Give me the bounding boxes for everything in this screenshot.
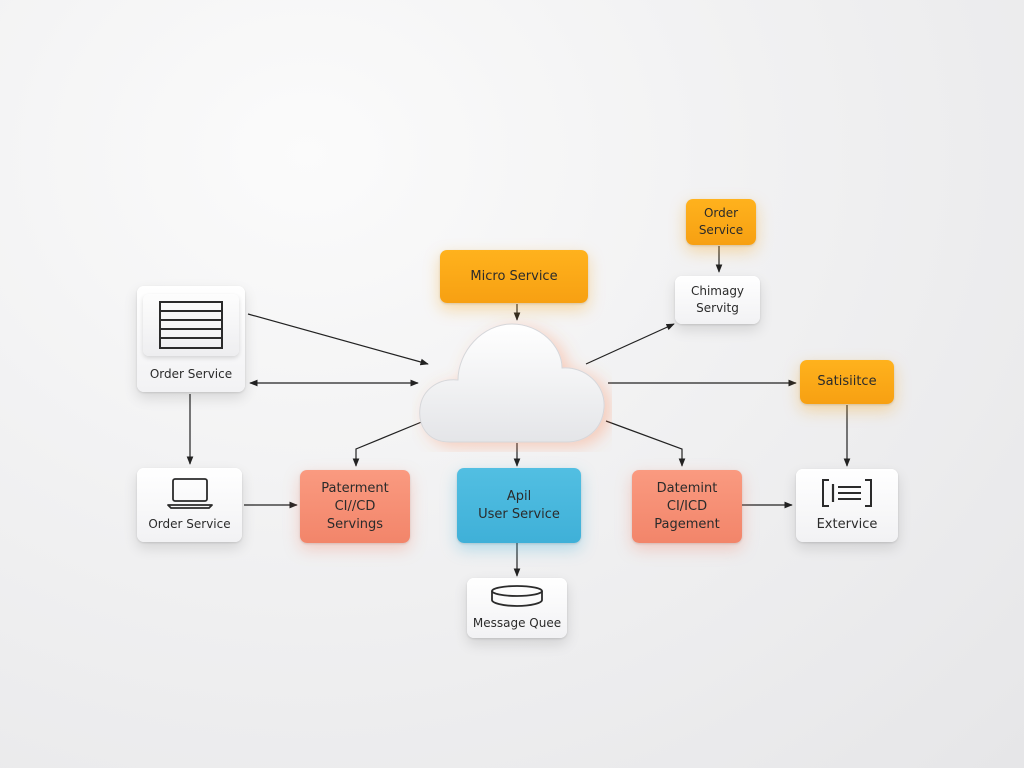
server-rack-panel (143, 294, 239, 356)
extervice-node: Extervice (796, 469, 898, 542)
satisiitce-node: Satisiitce (800, 360, 894, 404)
micro-service-label: Micro Service (470, 268, 558, 284)
satisiitce-label: Satisiitce (817, 374, 877, 389)
edge-order-service-to-cloud (247, 313, 429, 366)
paterment-label-line2: CI//CD (334, 498, 376, 514)
datemint-node: Datemint CI/ICD Pagement (632, 470, 742, 543)
laptop-icon (166, 478, 213, 509)
message-quee-node: Message Quee (467, 578, 567, 638)
order-service-top-node: Order Service (686, 199, 756, 245)
extervice-label: Extervice (816, 516, 878, 532)
api-user-service-label-line1: Apil (506, 488, 532, 504)
order-service-top-label-line2: Service (698, 223, 744, 237)
datemint-label-line3: Pagement (654, 516, 720, 532)
paterment-label-line1: Paterment (321, 480, 389, 496)
message-quee-label: Message Quee (472, 616, 562, 630)
document-lines-icon (822, 478, 872, 507)
order-service-top-label-line1: Order (703, 206, 739, 220)
chimagy-servitg-node: Chimagy Servitg (675, 276, 760, 324)
cloud-icon (419, 323, 605, 443)
order-service-laptop-node: Order Service (137, 468, 242, 542)
micro-service-node: Micro Service (440, 250, 588, 303)
chimagy-servitg-label-line1: Chimagy (690, 284, 745, 298)
api-user-service-node: Apil User Service (457, 468, 581, 543)
server-rack-icon (159, 301, 223, 349)
datemint-label-line1: Datemint (656, 480, 718, 496)
order-service-server-label: Order Service (149, 367, 233, 381)
edge-cloud-to-paterment (352, 420, 425, 467)
datemint-label-line2: CI/ICD (666, 498, 708, 514)
api-user-service-label-line2: User Service (478, 506, 560, 522)
edge-cloud-to-datemint (605, 420, 686, 467)
database-disk-icon (491, 585, 543, 607)
order-service-server-node: Order Service (137, 286, 245, 392)
order-service-laptop-label: Order Service (148, 517, 231, 531)
paterment-node: Paterment CI//CD Servings (300, 470, 410, 543)
chimagy-servitg-label-line2: Servitg (696, 301, 739, 315)
paterment-label-line3: Servings (326, 516, 384, 532)
edge-cloud-to-chimagy (585, 323, 675, 365)
